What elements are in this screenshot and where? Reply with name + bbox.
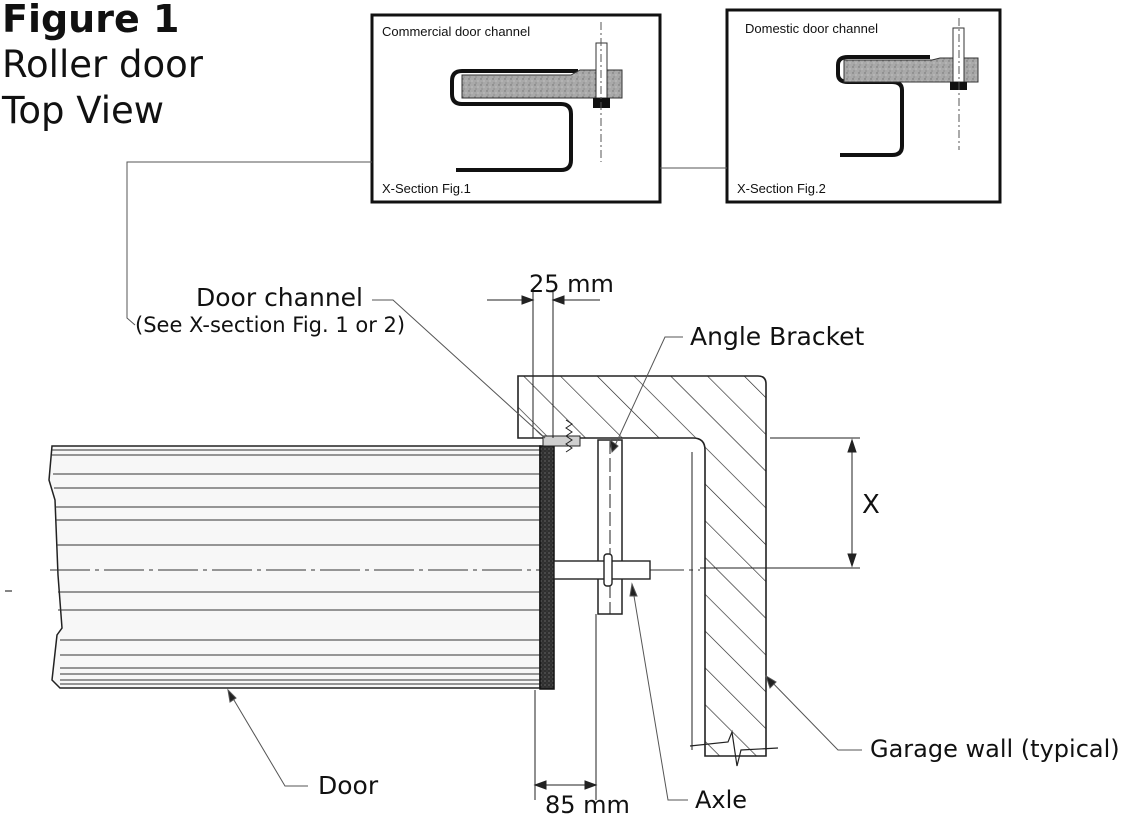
inset-domestic-caption: X-Section Fig.2 [737, 181, 826, 196]
door-channel-note: (See X-section Fig. 1 or 2) [135, 313, 405, 337]
figure-title: Figure 1 [2, 0, 180, 41]
dimension-85mm-label: 85 mm [545, 791, 630, 819]
inset-domestic-heading: Domestic door channel [745, 21, 878, 36]
inset-commercial-heading: Commercial door channel [382, 24, 530, 39]
angle-bracket-callout [609, 336, 683, 454]
door-label: Door [318, 771, 379, 800]
inset-commercial: Commercial door channel X-Section Fig.1 [370, 13, 662, 204]
door-channel-label: Door channel [196, 283, 363, 312]
dimension-85mm [533, 614, 598, 800]
figure-subtitle-top-view: Top View [2, 89, 165, 132]
garage-wall [517, 375, 767, 757]
wall-break-line [689, 729, 779, 767]
garage-wall-callout [765, 674, 862, 751]
dimension-x-label: X [862, 490, 880, 520]
inset-commercial-caption: X-Section Fig.1 [382, 181, 471, 196]
garage-wall-label: Garage wall (typical) [870, 735, 1120, 763]
dimension-25mm [487, 292, 600, 438]
inset-domestic: Domestic door channel X-Section Fig.2 [725, 8, 1002, 204]
axle [553, 553, 651, 587]
door-callout [227, 688, 308, 787]
figure-subtitle-roller-door: Roller door [2, 43, 203, 86]
dimension-x [700, 437, 860, 569]
inset-connectors [126, 161, 727, 326]
door-channel-callout [372, 299, 546, 439]
dimension-25mm-label: 25 mm [529, 270, 614, 298]
axle-label: Axle [695, 786, 747, 814]
axle-callout [629, 582, 688, 801]
angle-bracket-label: Angle Bracket [690, 322, 865, 351]
door-channel-plate [539, 445, 555, 690]
figure-title-block: Figure 1 Roller door Top View [2, 0, 203, 138]
